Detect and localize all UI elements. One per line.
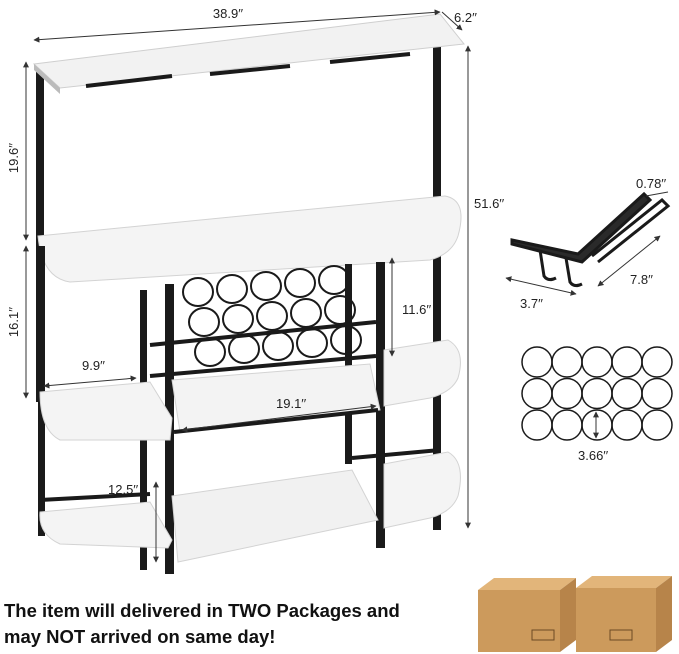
label-middle-shelf: 19.1′′ — [276, 396, 307, 411]
label-holder-depth: 3.7′′ — [520, 296, 544, 311]
wine-rack-ring — [182, 277, 214, 307]
bottom-right-shelf — [383, 451, 461, 529]
wine-rack-ring — [284, 268, 316, 298]
wine-rack-ring — [318, 265, 350, 295]
package-box-1 — [478, 578, 576, 652]
top-shelf-edge — [34, 64, 60, 94]
package-box-2 — [576, 576, 672, 652]
bottle-ring — [551, 346, 583, 378]
wine-rack-ring — [262, 331, 294, 361]
post-right-back — [433, 40, 441, 530]
counter-shelf — [37, 195, 462, 283]
label-rack-height: 11.6′′ — [402, 302, 432, 317]
bottle-ring — [521, 409, 553, 441]
wine-rack-ring — [188, 307, 220, 337]
wine-rack-ring — [194, 337, 226, 367]
bottle-ring — [641, 377, 673, 410]
label-top-depth: 6.2′′ — [454, 10, 478, 25]
bottle-ring — [641, 409, 673, 441]
post-left-front — [38, 246, 45, 536]
dim-line-middle-shelf — [181, 403, 377, 433]
package-boxes — [478, 576, 672, 652]
dim-line-top-width — [33, 9, 441, 43]
bar-cabinet — [32, 13, 465, 574]
bottle-ring — [521, 377, 553, 410]
label-total-height: 51.6′′ — [474, 196, 505, 211]
wine-rack-ring — [296, 328, 328, 358]
bottom-left-shelf — [39, 501, 173, 549]
left-shelf — [39, 381, 173, 441]
wine-rack-ring — [228, 334, 260, 364]
bottle-ring — [611, 377, 643, 410]
wine-rack-ring — [290, 298, 322, 328]
right-shelf — [383, 339, 461, 407]
dim-line-side-shelf — [43, 375, 137, 389]
glass-holder-dims — [505, 191, 669, 296]
label-ring-diameter: 3.66′′ — [578, 448, 609, 463]
label-top-width: 38.9′′ — [213, 6, 244, 21]
wine-rack-ring — [256, 301, 288, 331]
bottle-ring — [611, 409, 643, 441]
bottle-ring — [521, 346, 553, 378]
bottle-ring-grid — [521, 346, 673, 441]
post-mid-right — [345, 264, 352, 464]
bottle-ring — [581, 346, 613, 378]
wine-rack-ring — [250, 271, 282, 301]
bottle-ring — [581, 377, 613, 410]
delivery-notice: The item will delivered in TWO Packages … — [4, 598, 474, 650]
bottle-ring — [551, 377, 583, 410]
notice-line-2: may NOT arrived on same day! — [4, 626, 276, 647]
label-holder-length: 7.8′′ — [630, 272, 654, 287]
dimension-lines — [23, 9, 471, 563]
label-holder-width: 0.78′′ — [636, 176, 667, 191]
bottle-ring — [551, 409, 583, 441]
label-upper-height: 19.6′′ — [6, 142, 21, 173]
label-side-shelf: 9.9′′ — [82, 358, 106, 373]
notice-line-1: The item will delivered in TWO Packages … — [4, 600, 400, 621]
bottle-ring — [641, 346, 673, 378]
post-front-right — [376, 262, 385, 548]
dim-line-top-depth — [441, 11, 463, 31]
bottom-middle-shelf — [171, 469, 379, 563]
wine-rack-ring — [222, 304, 254, 334]
label-bottom-gap: 12.5′′ — [108, 482, 139, 497]
wine-rack — [182, 265, 362, 367]
bottle-ring — [611, 346, 643, 378]
bottle-ring — [581, 409, 613, 441]
glass-rails — [85, 52, 411, 88]
label-lower-height: 16.1′′ — [6, 306, 21, 337]
wine-rack-ring — [216, 274, 248, 304]
